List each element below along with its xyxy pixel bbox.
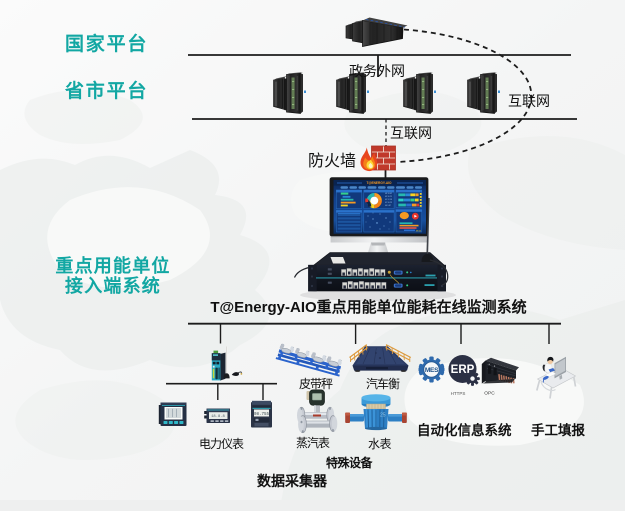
svg-text:HTTPS: HTTPS <box>451 391 466 396</box>
svg-text:18.8.8: 18.8.8 <box>211 415 225 419</box>
svg-text:06 9.87: 06 9.87 <box>385 205 391 207</box>
svg-text:08.755: 08.755 <box>254 413 270 417</box>
svg-text:01 10.23: 01 10.23 <box>385 202 392 204</box>
svg-text:08 18.62: 08 18.62 <box>385 193 392 195</box>
svg-text:MES: MES <box>425 367 439 374</box>
svg-text:38.62: 38.62 <box>416 230 422 232</box>
svg-text:OPC: OPC <box>484 391 495 397</box>
svg-text:05 12.58: 05 12.58 <box>385 199 392 201</box>
svg-text:25: 25 <box>380 413 386 419</box>
svg-text:T@ENERGY-AIO: T@ENERGY-AIO <box>366 181 392 185</box>
svg-text:03 16.25: 03 16.25 <box>385 196 392 198</box>
